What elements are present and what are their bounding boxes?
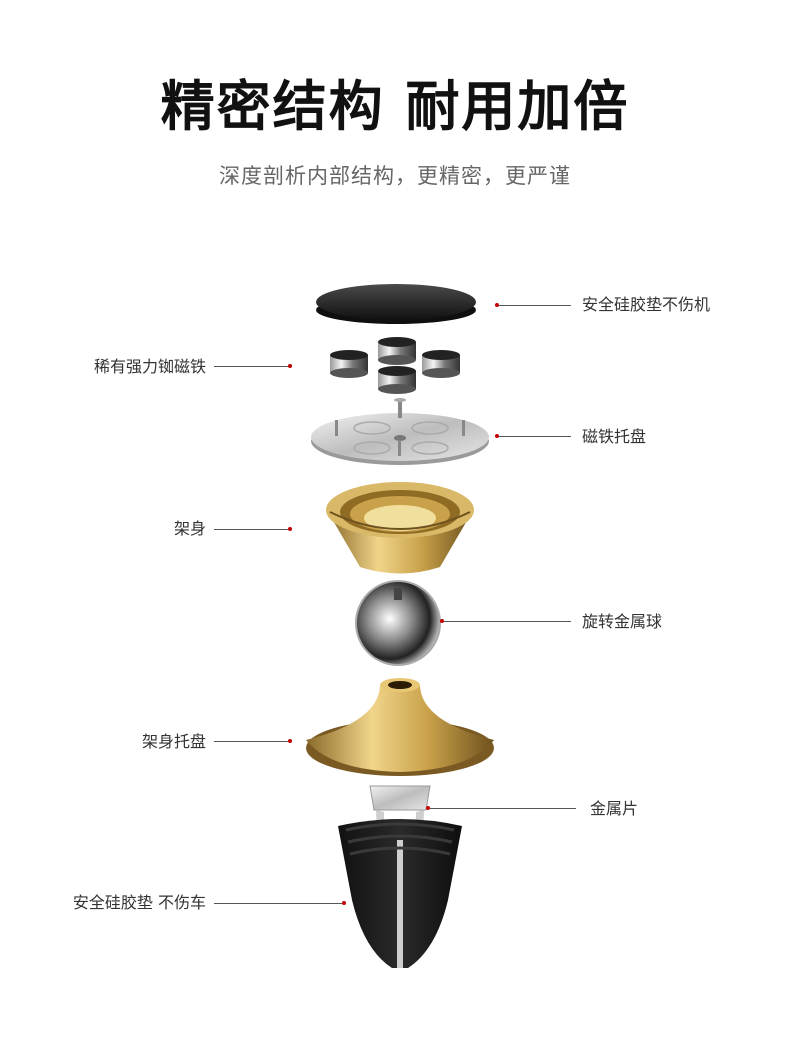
pointer-dot xyxy=(288,364,292,368)
part-label-body: 架身 xyxy=(173,519,206,538)
pointer-dot xyxy=(288,739,292,743)
magnet-tray-icon xyxy=(311,398,489,465)
pointer-line xyxy=(214,903,342,904)
page-subtitle: 深度剖析内部结构，更精密，更严谨 xyxy=(219,164,571,188)
gold-cup-icon xyxy=(326,482,474,574)
pointer-line xyxy=(430,808,576,809)
part-label-magnet-tray: 磁铁托盘 xyxy=(582,427,647,446)
pointer-line xyxy=(499,436,571,437)
magnets-icon xyxy=(330,337,460,394)
black-pad-icon xyxy=(316,284,476,324)
pointer-dot xyxy=(495,303,499,307)
pointer-dot xyxy=(426,806,430,810)
pointer-line xyxy=(214,529,288,530)
part-label-silicone-pad-car: 安全硅胶垫 不伤车 xyxy=(72,893,206,912)
pointer-dot xyxy=(495,434,499,438)
part-label-magnets: 稀有强力铷磁铁 xyxy=(93,357,206,376)
pointer-dot xyxy=(440,619,444,623)
metal-ball-icon xyxy=(355,580,441,666)
pointer-dot xyxy=(288,527,292,531)
pointer-line xyxy=(214,366,288,367)
pointer-line xyxy=(444,621,571,622)
part-label-metal-sheet: 金属片 xyxy=(590,799,639,818)
vent-clip-icon xyxy=(338,819,462,968)
gold-base-icon xyxy=(306,678,494,776)
part-label-body-tray: 架身托盘 xyxy=(141,732,206,751)
page-title: 精密结构 耐用加倍 xyxy=(160,75,630,138)
pointer-dot xyxy=(342,901,346,905)
pointer-line xyxy=(214,741,288,742)
part-label-metal-ball: 旋转金属球 xyxy=(582,612,663,631)
pointer-line xyxy=(499,305,571,306)
part-label-silicone-pad-phone: 安全硅胶垫不伤机 xyxy=(582,295,711,314)
